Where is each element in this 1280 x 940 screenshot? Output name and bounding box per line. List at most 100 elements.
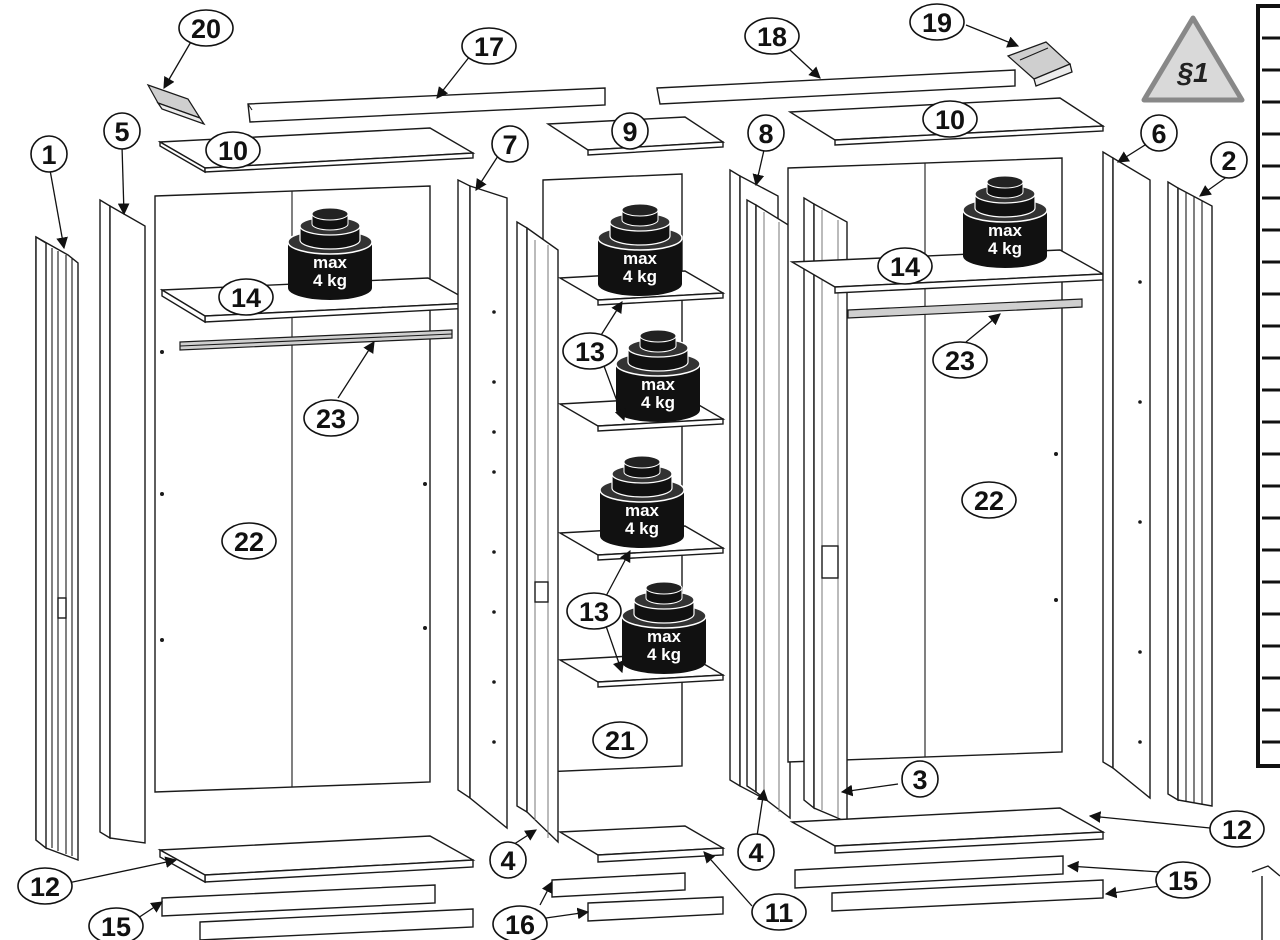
callout-c23a: 23 xyxy=(303,399,359,437)
corner-bracket-20 xyxy=(146,83,206,126)
callout-number: 5 xyxy=(114,117,129,147)
top-panel-18 xyxy=(656,69,1016,105)
callout-c23b: 23 xyxy=(932,341,988,379)
callout-number: 21 xyxy=(605,726,635,756)
weight-label-kg: 4 kg xyxy=(625,519,659,538)
leader-lines xyxy=(49,24,1229,920)
partial-part-corner xyxy=(1251,865,1280,940)
weight-label-max: max xyxy=(988,221,1023,240)
callout-c14a: 14 xyxy=(218,278,274,316)
callout-c13a: 13 xyxy=(562,332,618,370)
callout-number: 7 xyxy=(502,130,517,160)
callout-c18: 18 xyxy=(744,17,800,55)
weight-label-max: max xyxy=(625,501,660,520)
callout-number: 14 xyxy=(231,283,261,313)
weight-label-kg: 4 kg xyxy=(988,239,1022,258)
callout-number: 8 xyxy=(758,119,773,149)
warning-label: §1 xyxy=(1176,57,1208,88)
callout-c11: 11 xyxy=(751,893,807,931)
callout-c2: 2 xyxy=(1210,141,1248,179)
callout-number: 9 xyxy=(622,117,637,147)
weight-label-max: max xyxy=(641,375,676,394)
callout-number: 15 xyxy=(1168,866,1198,896)
callout-c4b: 4 xyxy=(737,833,775,871)
base-panel-12-right xyxy=(789,807,1106,854)
callout-number: 22 xyxy=(974,486,1004,516)
callout-c15a: 15 xyxy=(88,907,144,940)
callout-number: 23 xyxy=(945,346,975,376)
callout-number: 19 xyxy=(922,8,952,38)
callout-c12a: 12 xyxy=(17,867,73,905)
callout-c10b: 10 xyxy=(922,100,978,138)
callout-number: 10 xyxy=(218,136,248,166)
hanging-rail-23-left xyxy=(179,329,453,351)
hanging-rail-23-right xyxy=(847,298,1083,319)
corner-bracket-19 xyxy=(1006,41,1073,87)
base-board-11 xyxy=(557,825,726,863)
weight-label-max: max xyxy=(313,253,348,272)
callout-c10a: 10 xyxy=(205,131,261,169)
callout-c17: 17 xyxy=(461,27,517,65)
callout-c1: 1 xyxy=(30,135,68,173)
callout-number: 11 xyxy=(765,898,794,928)
callout-c6: 6 xyxy=(1140,114,1178,152)
callout-number: 12 xyxy=(30,872,60,902)
right-door-4 xyxy=(746,198,791,820)
callout-number: 2 xyxy=(1221,146,1236,176)
callout-number: 12 xyxy=(1222,815,1252,845)
callout-number: 4 xyxy=(748,838,763,868)
callout-c22a: 22 xyxy=(221,522,277,560)
callout-number: 15 xyxy=(101,912,131,940)
callout-c3: 3 xyxy=(901,760,939,798)
weight-label-kg: 4 kg xyxy=(647,645,681,664)
callout-number: 16 xyxy=(505,910,535,940)
callout-number: 23 xyxy=(316,404,346,434)
callout-c19: 19 xyxy=(909,3,965,41)
plinth-15-right xyxy=(794,855,1104,912)
callout-c16: 16 xyxy=(492,905,548,940)
weight-label-kg: 4 kg xyxy=(641,393,675,412)
weight-label-max: max xyxy=(623,249,658,268)
weight-label-kg: 4 kg xyxy=(313,271,347,290)
side-panel-7 xyxy=(457,178,508,830)
callout-number: 4 xyxy=(500,846,515,876)
callout-number: 20 xyxy=(191,14,221,44)
middle-door-4 xyxy=(516,220,559,844)
callout-c22b: 22 xyxy=(961,481,1017,519)
callout-c20: 20 xyxy=(178,9,234,47)
callout-c21: 21 xyxy=(592,721,648,759)
side-panel-6 xyxy=(1102,150,1151,800)
callout-number: 13 xyxy=(579,597,609,627)
right-door-3 xyxy=(803,196,848,824)
plinth-15-left xyxy=(161,884,474,940)
ruler-scale xyxy=(1256,4,1280,768)
base-panel-12-left xyxy=(157,835,476,884)
callout-number: 22 xyxy=(234,527,264,557)
top-panel-17 xyxy=(247,87,606,123)
weight-label-max: max xyxy=(647,627,682,646)
callout-c13b: 13 xyxy=(566,592,622,630)
callout-c14b: 14 xyxy=(877,247,933,285)
callout-number: 3 xyxy=(912,765,927,795)
callout-c5: 5 xyxy=(103,112,141,150)
callout-number: 14 xyxy=(890,252,920,282)
callout-c15b: 15 xyxy=(1155,861,1211,899)
callout-number: 10 xyxy=(935,105,965,135)
right-door-2 xyxy=(1167,180,1213,807)
callout-c7: 7 xyxy=(491,125,529,163)
left-door-1 xyxy=(35,235,79,862)
side-panel-5 xyxy=(99,198,146,844)
callout-number: 18 xyxy=(757,22,787,52)
callout-number: 13 xyxy=(575,337,605,367)
callout-c9: 9 xyxy=(611,112,649,150)
callout-c8: 8 xyxy=(747,114,785,152)
callout-number: 6 xyxy=(1151,119,1166,149)
callout-number: 1 xyxy=(41,140,56,170)
